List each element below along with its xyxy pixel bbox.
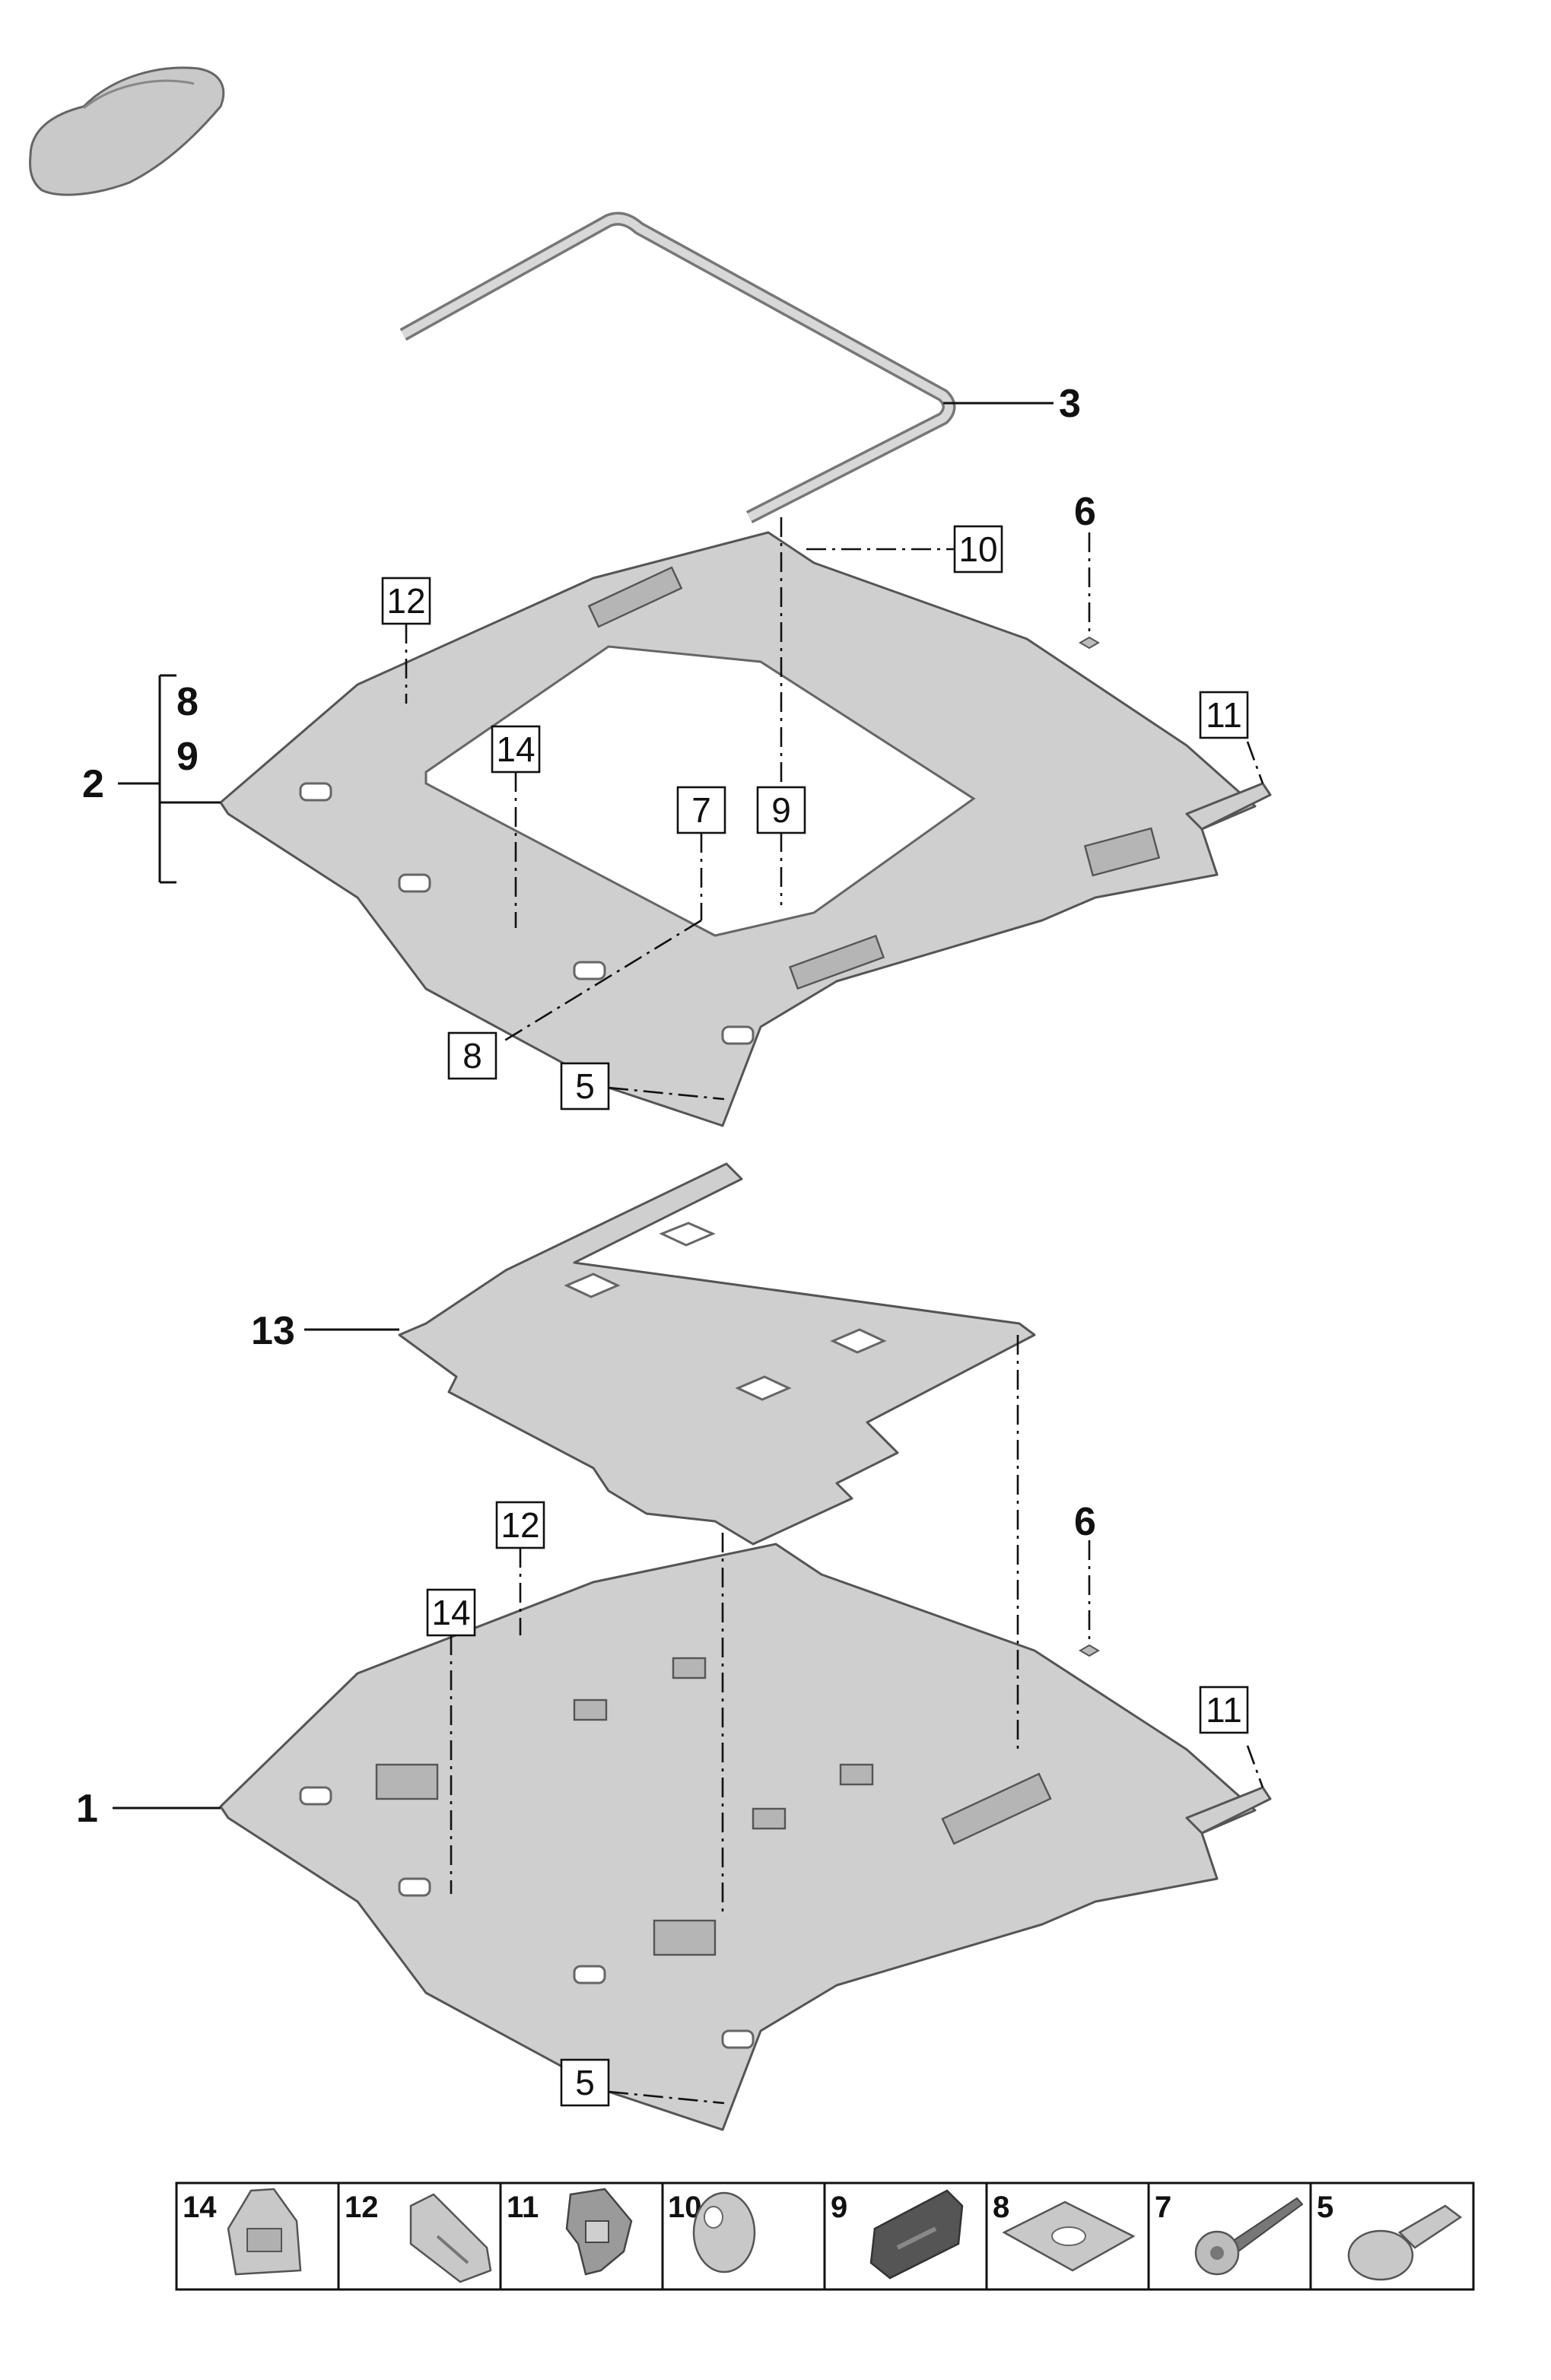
boxed-callout-11-upper: 11 xyxy=(1199,691,1249,739)
svg-text:7: 7 xyxy=(1155,2191,1171,2224)
svg-text:14: 14 xyxy=(183,2191,217,2224)
callout-2: 2 xyxy=(82,762,104,806)
svg-text:9: 9 xyxy=(831,2191,847,2224)
legend-item-12: 12 xyxy=(345,2191,492,2283)
callout-1: 1 xyxy=(76,1787,98,1831)
boxed-callout-8: 8 xyxy=(447,1031,497,1080)
svg-text:7: 7 xyxy=(691,790,711,830)
speed-nut-icon xyxy=(1002,2200,1136,2272)
svg-text:14: 14 xyxy=(496,729,535,769)
boxed-callout-10: 10 xyxy=(953,525,1003,574)
connector-clip-icon xyxy=(565,2188,633,2276)
svg-text:12: 12 xyxy=(386,581,425,621)
svg-text:12: 12 xyxy=(345,2191,379,2224)
vehicle-thumbnail-icon xyxy=(29,66,225,196)
insulation-mat xyxy=(398,1162,1036,1546)
svg-text:5: 5 xyxy=(1317,2191,1333,2224)
boxed-callout-5-upper: 5 xyxy=(560,1062,610,1111)
svg-text:9: 9 xyxy=(771,790,791,830)
svg-text:8: 8 xyxy=(993,2191,1009,2224)
svg-text:5: 5 xyxy=(575,2063,595,2102)
part-6-lower-icon xyxy=(1079,1644,1100,1657)
legend-item-8: 8 xyxy=(993,2191,1136,2272)
svg-text:8: 8 xyxy=(462,1036,482,1076)
clip-nut-icon xyxy=(869,2189,964,2280)
boxed-callout-5-lower: 5 xyxy=(560,2058,610,2107)
legend-item-14: 14 xyxy=(183,2188,302,2276)
expanding-rivet-icon xyxy=(1347,2204,1463,2281)
boxed-callout-9: 9 xyxy=(756,786,806,834)
headliner-with-sunroof xyxy=(219,531,1272,1127)
screw-icon xyxy=(1194,2197,1304,2276)
callout-13: 13 xyxy=(251,1309,295,1353)
svg-text:10: 10 xyxy=(958,529,997,569)
part-6-upper-icon xyxy=(1079,636,1100,650)
svg-text:11: 11 xyxy=(1206,1690,1242,1730)
boxed-callout-14-lower: 14 xyxy=(426,1588,476,1637)
svg-text:11: 11 xyxy=(507,2191,539,2224)
svg-text:5: 5 xyxy=(575,1066,595,1106)
callout-8: 8 xyxy=(176,680,199,724)
sunroof-seal xyxy=(399,211,956,524)
boxed-callout-11-lower: 11 xyxy=(1199,1686,1249,1734)
parts-legend: 14 12 11 10 xyxy=(175,2181,1475,2291)
legend-item-11: 11 xyxy=(507,2188,633,2276)
legend-item-5: 5 xyxy=(1317,2191,1463,2281)
svg-text:14: 14 xyxy=(431,1593,470,1632)
legend-item-9: 9 xyxy=(831,2189,964,2280)
boxed-callout-7: 7 xyxy=(676,786,726,834)
headliner-without-sunroof xyxy=(219,1543,1272,2131)
legend-item-10: 10 xyxy=(668,2191,756,2274)
callout-6-upper: 6 xyxy=(1074,490,1096,534)
boxed-callout-12-lower: 12 xyxy=(495,1501,545,1549)
retaining-clip-icon xyxy=(227,2188,302,2276)
svg-text:12: 12 xyxy=(501,1505,539,1545)
callout-6-lower: 6 xyxy=(1074,1500,1096,1544)
spring-clip-icon xyxy=(409,2193,492,2283)
round-cap-icon xyxy=(692,2191,756,2274)
boxed-callout-14-upper: 14 xyxy=(491,725,541,774)
svg-text:11: 11 xyxy=(1206,695,1242,735)
legend-item-7: 7 xyxy=(1155,2191,1304,2276)
callout-9: 9 xyxy=(176,735,199,779)
callout-3: 3 xyxy=(1059,382,1081,426)
boxed-callout-12-upper: 12 xyxy=(381,577,431,625)
